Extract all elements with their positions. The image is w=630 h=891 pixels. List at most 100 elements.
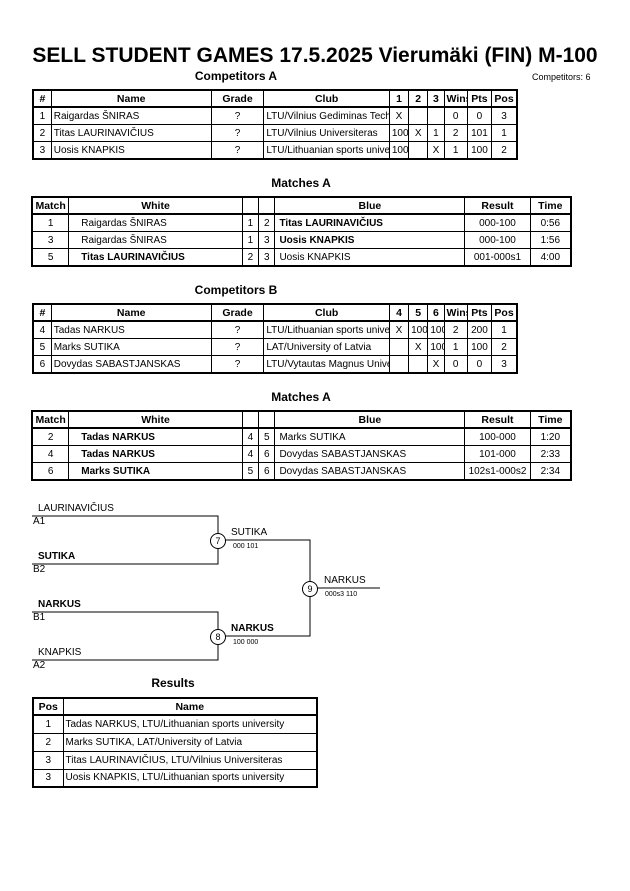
blue-number: 3	[258, 231, 276, 249]
bracket-sf2-top-pos: B1	[33, 612, 46, 623]
bracket-sf1-top-name: LAURINAVIČIUS	[38, 503, 114, 514]
competitor-number: 5	[32, 338, 52, 356]
bracket-sf2-bottom-pos: A2	[33, 660, 46, 671]
table-row: 2 Titas LAURINAVIČIUS ? LTU/Vilnius Univ…	[32, 124, 518, 142]
col-header: Grade	[210, 303, 265, 322]
competitor-club: LTU/Vilnius Universiteras	[263, 124, 390, 142]
col-header: Time	[529, 410, 572, 429]
blue-number: 6	[258, 462, 276, 481]
bracket-sf1-bottom-name: SUTIKA	[38, 551, 76, 562]
match-cell: 100	[388, 141, 410, 160]
col-header: Blue	[274, 410, 466, 429]
col-header: Pts	[466, 89, 493, 108]
table-row: 1 Raigardas ŠNIRAS 1 2 Titas LAURINAVIČI…	[31, 213, 572, 232]
matches-a-heading: Matches A	[271, 176, 331, 190]
match-cell: X	[408, 124, 429, 142]
matches-b-table: Match White Blue Result Time 2 Tadas NAR…	[31, 410, 572, 481]
wins-cell: 0	[443, 355, 468, 374]
competitor-name: Titas LAURINAVIČIUS	[50, 124, 212, 142]
competitors-b-table: # Name Grade Club 4 5 6 Wins Pts Pos 4 T…	[32, 303, 518, 374]
blue-number: 6	[258, 445, 276, 463]
match-time: 2:34	[529, 462, 572, 481]
competitor-club: LTU/Vytautas Magnus University	[263, 355, 390, 374]
col-header: 6	[427, 303, 445, 322]
competitor-name: Dovydas SABASTJANSKAS	[50, 355, 212, 374]
competitor-number: 3	[32, 141, 52, 160]
col-header: Club	[263, 303, 390, 322]
white-competitor: Tadas NARKUS	[68, 445, 243, 463]
competitor-name: Marks SUTIKA	[50, 338, 212, 356]
table-header-row: Match White Blue Result Time	[31, 196, 572, 215]
col-header: Pos	[32, 697, 64, 716]
col-header: Name	[50, 303, 212, 322]
col-header	[258, 196, 276, 215]
table-row: 3 Raigardas ŠNIRAS 1 3 Uosis KNAPKIS 000…	[31, 231, 572, 249]
bracket-match-7-node: 7	[210, 533, 226, 549]
match-time: 4:00	[529, 248, 572, 267]
competitor-name: Uosis KNAPKIS	[50, 141, 212, 160]
bracket-sf2-top-name: NARKUS	[38, 599, 81, 610]
competitor-grade: ?	[210, 124, 265, 142]
bracket-match-9-node: 9	[302, 581, 318, 597]
result-name: Titas LAURINAVIČIUS, LTU/Vilnius Univers…	[62, 750, 318, 770]
col-header: Match	[31, 196, 70, 215]
bracket-m7-winner: SUTIKA	[231, 527, 268, 538]
table-row: 3 Uosis KNAPKIS ? LTU/Lithuanian sports …	[32, 141, 518, 160]
bracket-m8-score: 100 000	[233, 639, 259, 646]
table-row: 2 Marks SUTIKA, LAT/University of Latvia	[32, 732, 318, 752]
white-number: 5	[241, 462, 260, 481]
position-cell: 2	[491, 338, 518, 356]
competitors-a-table: # Name Grade Club 1 2 3 Wins Pts Pos 1 R…	[32, 89, 518, 160]
competitor-number: 2	[32, 124, 52, 142]
competitor-number: 1	[32, 106, 52, 125]
col-header: #	[32, 303, 52, 322]
competitors-a-heading: Competitors A	[194, 69, 278, 83]
result-position: 1	[32, 714, 64, 734]
competitors-b-heading: Competitors B	[194, 283, 278, 297]
wins-cell: 1	[443, 141, 468, 160]
table-row: 6 Marks SUTIKA 5 6 Dovydas SABASTJANSKAS…	[31, 462, 572, 481]
table-header-row: # Name Grade Club 1 2 3 Wins Pts Pos	[32, 89, 518, 108]
match-result: 101-000	[464, 445, 531, 463]
table-header-row: Pos Name	[32, 697, 318, 716]
match-result: 000-100	[464, 231, 531, 249]
result-position: 2	[32, 732, 64, 752]
table-row: 3 Titas LAURINAVIČIUS, LTU/Vilnius Unive…	[32, 750, 318, 770]
table-row: 2 Tadas NARKUS 4 5 Marks SUTIKA 100-000 …	[31, 427, 572, 446]
competitor-number: 4	[32, 320, 52, 339]
position-cell: 3	[491, 355, 518, 374]
matches-a-table: Match White Blue Result Time 1 Raigardas…	[31, 196, 572, 267]
match-cell: 100	[388, 124, 410, 142]
col-header: Name	[50, 89, 212, 108]
competitor-club: LTU/Lithuanian sports university	[263, 141, 390, 160]
bracket-m8-winner: NARKUS	[231, 623, 274, 634]
bracket-sf1-bottom-pos: B2	[33, 564, 46, 575]
result-position: 3	[32, 768, 64, 788]
table-row: 5 Marks SUTIKA ? LAT/University of Latvi…	[32, 338, 518, 356]
results-table: Pos Name 1 Tadas NARKUS, LTU/Lithuanian …	[32, 697, 318, 788]
col-header: Result	[464, 196, 531, 215]
col-header	[258, 410, 276, 429]
competitors-count: Competitors: 6	[532, 72, 591, 82]
match-time: 1:56	[529, 231, 572, 249]
competitor-number: 6	[32, 355, 52, 374]
table-row: 3 Uosis KNAPKIS, LTU/Lithuanian sports u…	[32, 768, 318, 788]
col-header: White	[68, 410, 243, 429]
page-title: SELL STUDENT GAMES 17.5.2025 Vierumäki (…	[32, 44, 598, 67]
table-row: 5 Titas LAURINAVIČIUS 2 3 Uosis KNAPKIS …	[31, 248, 572, 267]
blue-number: 3	[258, 248, 276, 267]
col-header: Wins	[443, 89, 468, 108]
table-header-row: Match White Blue Result Time	[31, 410, 572, 429]
match-cell	[408, 355, 429, 374]
match-result: 102s1-000s2	[464, 462, 531, 481]
bracket-sf2-bottom-name: KNAPKIS	[38, 647, 82, 658]
results-heading: Results	[151, 676, 195, 690]
col-header: #	[32, 89, 52, 108]
col-header: Name	[62, 697, 318, 716]
col-header: Blue	[274, 196, 466, 215]
position-cell: 2	[491, 141, 518, 160]
table-header-row: # Name Grade Club 4 5 6 Wins Pts Pos	[32, 303, 518, 322]
position-cell: 1	[491, 124, 518, 142]
col-header: Wins	[443, 303, 468, 322]
match-result: 001-000s1	[464, 248, 531, 267]
